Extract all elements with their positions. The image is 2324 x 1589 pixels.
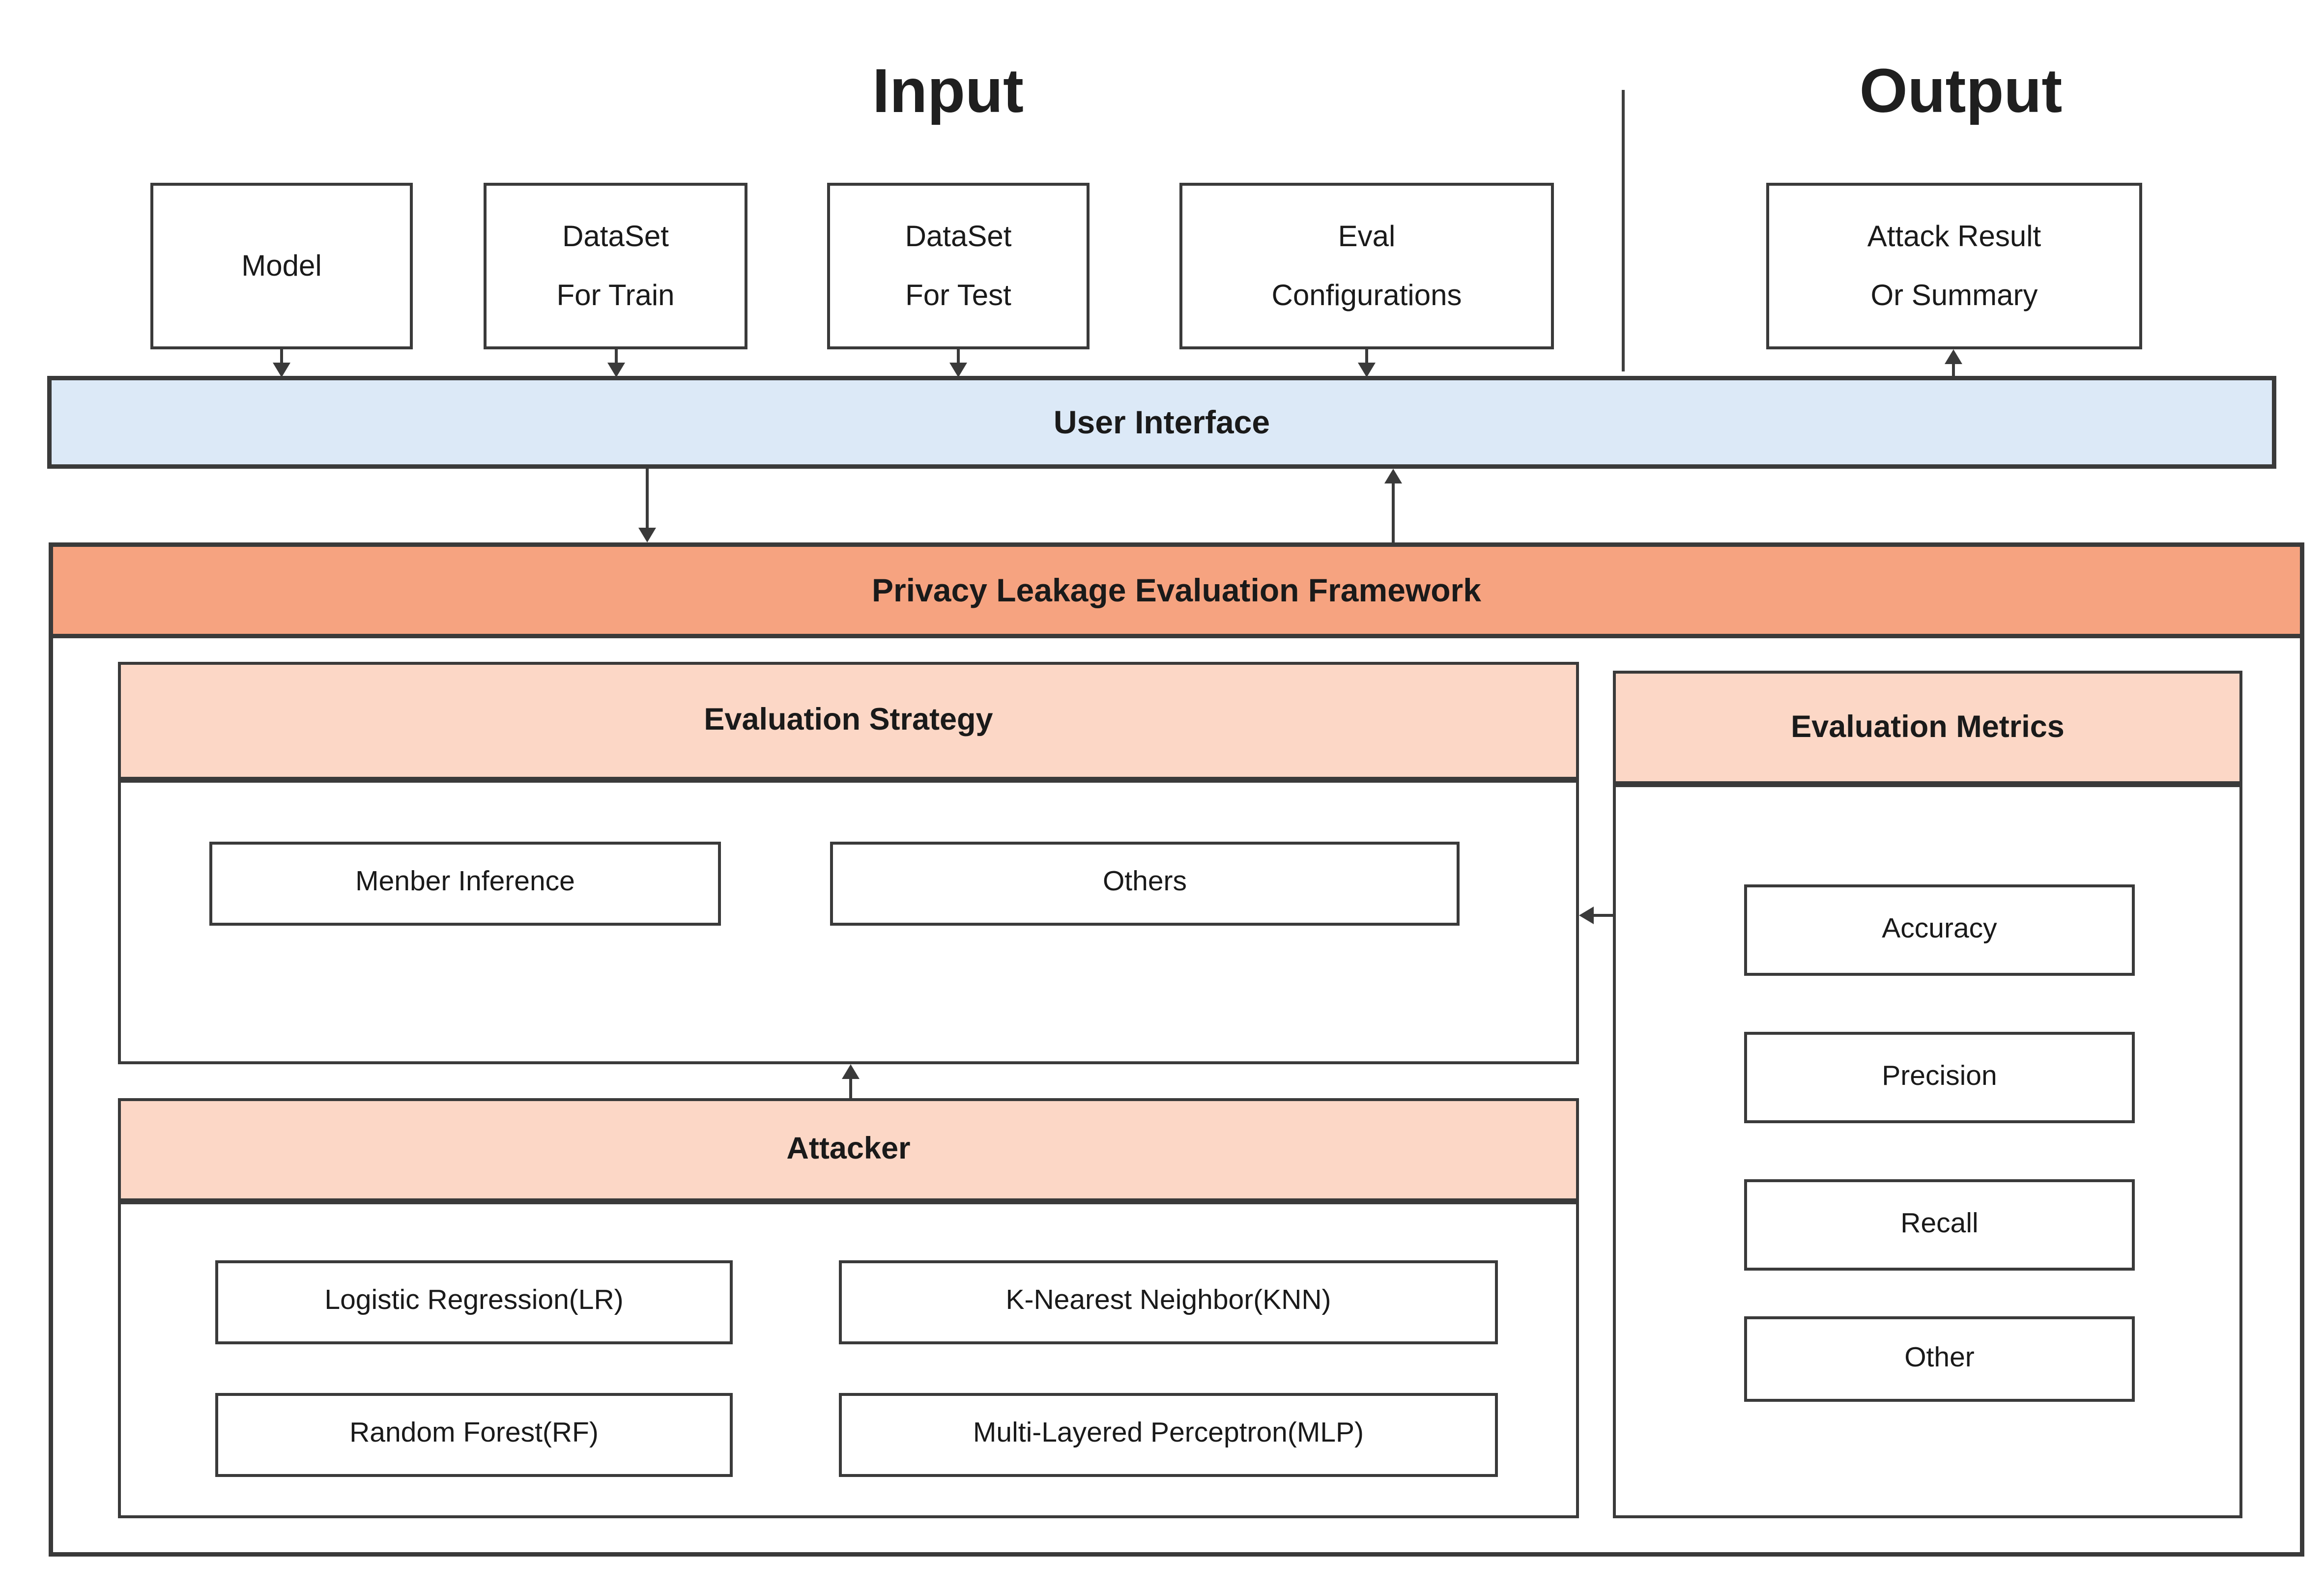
random-forest-box: Random Forest(RF) bbox=[215, 1393, 733, 1477]
dataset-train-box: DataSet For Train bbox=[484, 183, 747, 349]
dataset-test-box: DataSet For Test bbox=[827, 183, 1090, 349]
accuracy-box: Accuracy bbox=[1744, 884, 2135, 976]
recall-box: Recall bbox=[1744, 1179, 2135, 1271]
member-inference-box: Menber Inference bbox=[209, 842, 721, 926]
framework-header-bar: Privacy Leakage Evaluation Framework bbox=[49, 542, 2304, 638]
output-heading: Output bbox=[1859, 56, 2063, 125]
precision-box: Precision bbox=[1744, 1032, 2135, 1123]
model-box: Model bbox=[150, 183, 413, 349]
user-interface-bar: User Interface bbox=[47, 376, 2276, 469]
attack-result-box: Attack Result Or Summary bbox=[1766, 183, 2142, 349]
input-output-divider bbox=[1622, 90, 1625, 371]
logistic-regression-box: Logistic Regression(LR) bbox=[215, 1260, 733, 1344]
other-box: Other bbox=[1744, 1316, 2135, 1402]
mlp-box: Multi-Layered Perceptron(MLP) bbox=[839, 1393, 1498, 1477]
evaluation-metrics-header: Evaluation Metrics bbox=[1613, 671, 2242, 784]
input-heading: Input bbox=[872, 56, 1024, 125]
others-box: Others bbox=[830, 842, 1460, 926]
knn-box: K-Nearest Neighbor(KNN) bbox=[839, 1260, 1498, 1344]
attacker-header: Attacker bbox=[118, 1098, 1579, 1201]
eval-config-box: Eval Configurations bbox=[1179, 183, 1554, 349]
evaluation-strategy-header: Evaluation Strategy bbox=[118, 662, 1579, 780]
